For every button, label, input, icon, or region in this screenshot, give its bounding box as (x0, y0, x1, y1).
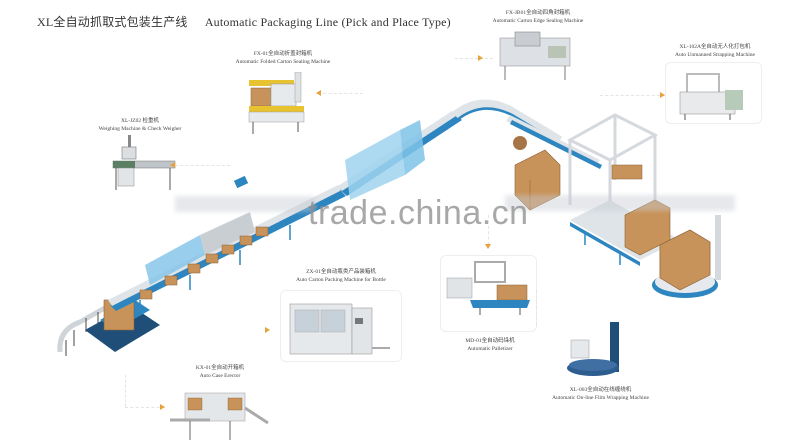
machine-code: ZX-01全自动瓶类产品装箱机 (306, 269, 376, 275)
arrow-icon (660, 92, 665, 98)
machine-code: XL-JZ02 检重机 (120, 118, 160, 124)
machine-label-bottle-packer: ZX-01全自动瓶类产品装箱机 Auto Carton Packing Mach… (282, 268, 400, 284)
connector-line (455, 58, 493, 59)
arrow-icon (170, 162, 175, 168)
arrow-icon (485, 244, 491, 249)
connector-line (175, 165, 230, 166)
connector-line (488, 215, 489, 245)
machine-name: Automatic Folded Carton Sealing Machine (235, 59, 331, 65)
arrow-icon (316, 90, 321, 96)
machine-name: Automatic Carton Edge Sealing Machine (492, 18, 584, 24)
connector-line (125, 375, 126, 407)
machine-code: XL-003全自动在线缠绕机 (569, 387, 632, 393)
machine-name: Automatic On-line Film Wrapping Machine (552, 395, 649, 401)
title-cn: XL全自动抓取式包装生产线 (37, 15, 188, 29)
strapper-image (679, 73, 743, 120)
watermark: trade.china.cn (308, 194, 529, 232)
folded-sealer-image (248, 72, 305, 134)
arrow-icon (160, 404, 165, 410)
wrapper-image (567, 322, 619, 376)
machine-code: FX-01全自动折盖封箱机 (253, 51, 313, 57)
machine-name: Auto Unmanned Strapping Machine (675, 52, 755, 58)
connector-line (318, 93, 363, 94)
machine-label-edge-sealer: FX-JB01全自动四角封箱机 Automatic Carton Edge Se… (478, 9, 598, 25)
case-erector-image (170, 392, 269, 440)
bottle-packer-image (289, 303, 390, 355)
machine-card-strapper (665, 62, 762, 124)
arrow-icon (478, 55, 483, 61)
machine-label-palletizer: MD-01全自动码垛机 Automatic Palletizer (440, 337, 540, 353)
watermark-band (175, 196, 315, 212)
machine-label-folded-sealer: FX-01全自动折盖封箱机 Automatic Folded Carton Se… (228, 50, 338, 66)
machine-label-weigher: XL-JZ02 检重机 Weighing Machine & Check Wei… (85, 117, 195, 133)
connector-line (600, 95, 665, 96)
machine-label-wrapper: XL-003全自动在线缠绕机 Automatic On-line Film Wr… (538, 386, 663, 402)
machine-name: Automatic Palletizer (467, 346, 513, 352)
edge-sealer-image (499, 31, 571, 80)
title-en: Automatic Packaging Line (Pick and Place… (204, 15, 451, 29)
machine-code: MD-01全自动码垛机 (465, 338, 515, 344)
palletizer-image (446, 261, 530, 315)
machine-label-strapper: XL-102A全自动无人化打包机 Auto Unmanned Strapping… (655, 43, 775, 59)
connector-line (125, 407, 165, 408)
watermark-band (505, 195, 735, 211)
machine-code: KX-01全自动开箱机 (195, 365, 245, 371)
machine-name: Auto Case Erector (199, 373, 241, 379)
machine-code: XL-102A全自动无人化打包机 (679, 44, 751, 50)
page-title: XL全自动抓取式包装生产线 Automatic Packaging Line (… (37, 13, 451, 30)
machine-label-case-erector: KX-01全自动开箱机 Auto Case Erector (180, 364, 260, 380)
arrow-icon (265, 327, 270, 333)
machine-name: Auto Carton Packing Machine for Bottle (296, 277, 386, 283)
weigher-image (112, 135, 176, 190)
machine-name: Weighing Machine & Check Weigher (98, 126, 182, 132)
machine-code: FX-JB01全自动四角封箱机 (505, 10, 571, 16)
connector-line (536, 290, 537, 325)
machine-card-bottle-packer (280, 290, 402, 362)
